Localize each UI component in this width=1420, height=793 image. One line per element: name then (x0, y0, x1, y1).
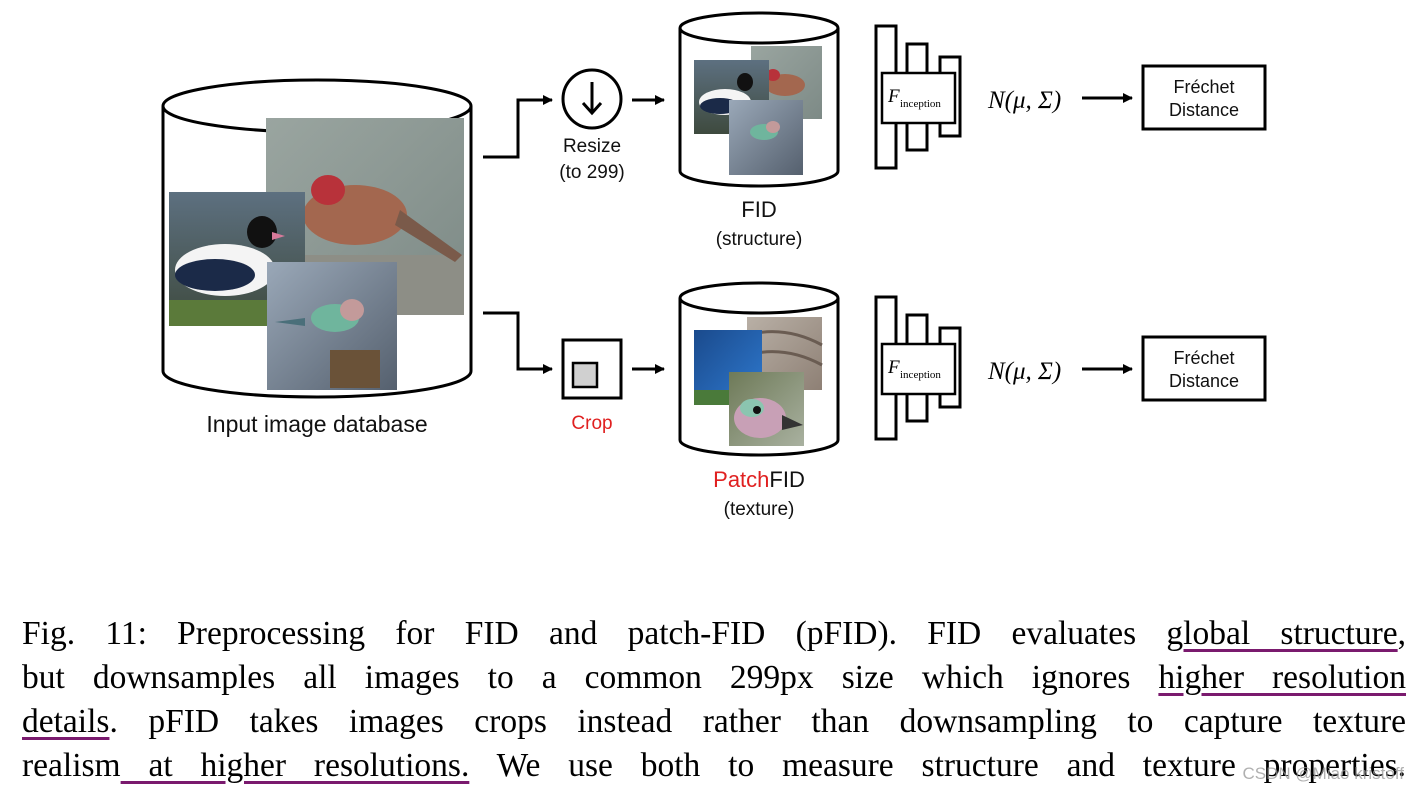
caption-underlined-text: details (22, 703, 110, 740)
inception-subscript-upper: inception (900, 98, 941, 110)
caption-text: Fig. 11: Preprocessing for FID and patch… (22, 615, 1167, 652)
caption-underlined-text: global structure (1166, 615, 1398, 652)
upper-path-line (483, 95, 553, 159)
inception-symbol-upper: F (887, 86, 900, 107)
fid-label: FID (741, 197, 776, 222)
crop-label: Crop (571, 413, 612, 434)
caption-text: We use both to measure structure and tex… (469, 747, 1406, 784)
gaussian-label-upper: N(μ, Σ) (987, 87, 1061, 114)
patchfid-suffix: FID (769, 467, 804, 492)
caption-text: . pFID takes images crops instead rather… (109, 703, 1406, 740)
fid-pfid-diagram: F inception N(μ, Σ) Fréchet Distance (161, 11, 1267, 520)
figure-caption: Fig. 11: Preprocessing for FID and patch… (22, 612, 1406, 788)
resize-label: Resize (563, 136, 621, 157)
input-database-cylinder (161, 78, 473, 399)
resize-icon (561, 68, 623, 130)
roller-image (267, 262, 397, 390)
fid-cylinder (678, 11, 840, 188)
database-label: Input image database (206, 411, 427, 437)
resize-sub-label: (to 299) (559, 162, 624, 183)
patchfid-prefix: Patch (713, 467, 769, 492)
inception-network-lower: F inception (874, 295, 962, 441)
caption-text: realism (22, 747, 121, 784)
frechet-distance-box-lower: Fréchet Distance (1141, 335, 1267, 402)
caption-line-1: Fig. 11: Preprocessing for FID and patch… (22, 612, 1406, 656)
finch-image (266, 118, 464, 315)
patch-head-thumb (729, 372, 804, 446)
caption-line-2: but downsamples all images to a common 2… (22, 656, 1406, 700)
patchfid-cylinder (678, 281, 840, 457)
inception-subscript-lower: inception (900, 369, 941, 381)
caption-underlined-text: at higher resolutions. (120, 747, 470, 784)
crop-icon (561, 338, 623, 400)
watermark: CSDN @Miao kristoff (1242, 764, 1404, 783)
fid-roller-thumb (729, 100, 803, 175)
frechet-line1-lower: Fréchet (1173, 348, 1234, 368)
lower-path-line (483, 311, 553, 374)
frechet-line2-lower: Distance (1169, 371, 1239, 391)
patchfid-label: PatchFID (713, 467, 805, 492)
inception-symbol-lower: F (887, 357, 900, 378)
patchfid-sub-label: (texture) (724, 499, 795, 520)
caption-underlined-text: higher resolution (1158, 659, 1406, 696)
gaussian-label-lower: N(μ, Σ) (987, 358, 1061, 385)
frechet-line2-upper: Distance (1169, 100, 1239, 120)
frechet-line1-upper: Fréchet (1173, 77, 1234, 97)
inception-network-upper: F inception (874, 24, 962, 170)
caption-text: but downsamples all images to a common 2… (22, 659, 1159, 696)
caption-line-3: details. pFID takes images crops instead… (22, 700, 1406, 744)
frechet-distance-box-upper: Fréchet Distance (1141, 64, 1267, 131)
fid-sub-label: (structure) (716, 229, 803, 250)
caption-text: , (1397, 615, 1406, 652)
caption-line-4: realism at higher resolutions. We use bo… (22, 744, 1406, 788)
